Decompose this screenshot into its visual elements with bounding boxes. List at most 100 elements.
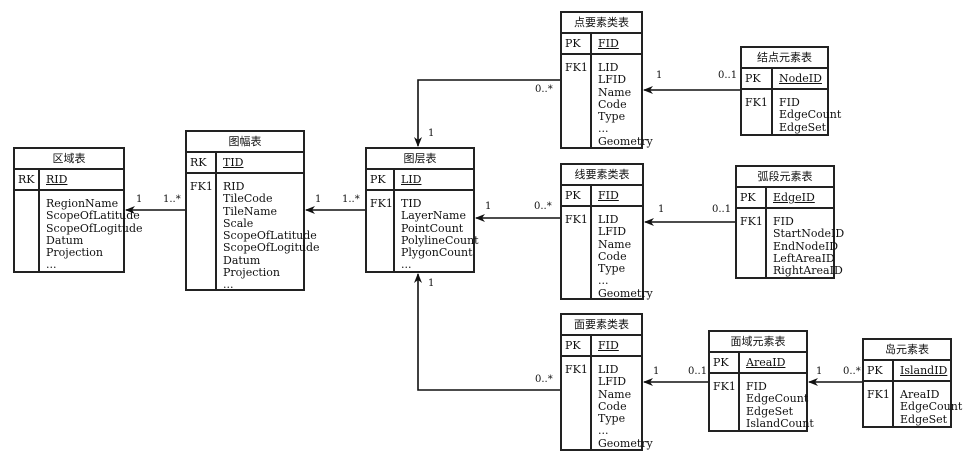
attribute-field: EdgeSet bbox=[900, 412, 948, 426]
primary-key-row: RK TID bbox=[187, 153, 303, 174]
attribute-field: Geometry bbox=[598, 134, 653, 148]
entity-title: 岛元素表 bbox=[864, 340, 950, 361]
primary-key-row: PK FID bbox=[562, 186, 642, 207]
multiplicity-label: 1 bbox=[485, 201, 492, 212]
multiplicity-label: 0..* bbox=[535, 374, 553, 385]
multiplicity-label: 0..* bbox=[535, 84, 553, 95]
attribute-field: PolylineCount bbox=[401, 233, 479, 247]
attribute-field: ... bbox=[401, 258, 412, 272]
foreign-key-label: FK1 bbox=[562, 53, 592, 147]
attribute-field: LayerName bbox=[401, 209, 466, 223]
attribute-field: LFID bbox=[598, 375, 627, 389]
attribute-field: RightAreaID bbox=[773, 264, 843, 278]
entity-title: 点要素类表 bbox=[562, 13, 641, 34]
attribute-field: ... bbox=[46, 258, 57, 272]
attribute-field: FID bbox=[746, 380, 767, 393]
attribute-field: ... bbox=[598, 424, 609, 438]
foreign-key-label: FK1 bbox=[710, 372, 740, 430]
primary-key-row: PK FID bbox=[562, 34, 641, 55]
entity-title: 图层表 bbox=[367, 149, 473, 170]
key-type-label: PK bbox=[737, 188, 767, 207]
attribute-field: Code bbox=[598, 97, 627, 111]
primary-key-row: PK AreaID bbox=[710, 353, 806, 374]
attribute-field: LID bbox=[598, 363, 619, 376]
foreign-key-label: FK1 bbox=[864, 380, 894, 426]
attribute-field: ScopeOfLatitude bbox=[46, 209, 140, 223]
attribute-field: Type bbox=[598, 110, 626, 124]
multiplicity-label: 1 bbox=[656, 70, 663, 81]
key-type-label: PK bbox=[562, 336, 592, 355]
multiplicity-label: 1 bbox=[428, 278, 435, 289]
key-type-label: PK bbox=[742, 69, 773, 88]
primary-key-field: TID bbox=[223, 156, 244, 169]
primary-key-field: FID bbox=[598, 339, 619, 352]
key-type-label: RK bbox=[187, 153, 217, 172]
attribute-field: ... bbox=[598, 274, 609, 288]
multiplicity-label: 1 bbox=[816, 366, 823, 377]
primary-key-row: PK NodeID bbox=[742, 69, 827, 90]
multiplicity-label: 0..1 bbox=[688, 366, 708, 377]
attribute-field: LeftAreaID bbox=[773, 251, 835, 265]
key-type-label: PK bbox=[710, 353, 740, 372]
attribute-field: StartNodeID bbox=[773, 227, 845, 241]
attribute-field: ... bbox=[223, 278, 234, 292]
key-type-label: RK bbox=[15, 170, 40, 189]
key-type-label: PK bbox=[864, 361, 894, 380]
primary-key-field: FID bbox=[598, 189, 619, 202]
primary-key-field: FID bbox=[598, 37, 619, 50]
entity-title: 弧段元素表 bbox=[737, 167, 833, 188]
primary-key-row: PK LID bbox=[367, 170, 473, 191]
multiplicity-label: 1 bbox=[136, 194, 143, 205]
attribute-field: Type bbox=[598, 262, 626, 276]
attribute-field: TID bbox=[401, 197, 422, 210]
primary-key-field: AreaID bbox=[746, 356, 786, 369]
entity-title: 面要素类表 bbox=[562, 315, 641, 336]
foreign-key-label bbox=[15, 189, 40, 271]
attribute-field: Name bbox=[598, 85, 632, 99]
primary-key-row: PK IslandID bbox=[864, 361, 950, 382]
attribute-field: IslandCount bbox=[746, 416, 814, 430]
entity-title: 区域表 bbox=[15, 149, 123, 170]
attribute-field: FID bbox=[779, 96, 800, 109]
multiplicity-label: 1 bbox=[658, 204, 665, 215]
multiplicity-label: 1 bbox=[315, 194, 322, 205]
relation-area-layer bbox=[414, 273, 560, 391]
multiplicity-label: 0..* bbox=[843, 366, 861, 377]
foreign-key-label: FK1 bbox=[187, 172, 217, 289]
multiplicity-label: 1 bbox=[428, 128, 435, 139]
attribute-field: LID bbox=[598, 213, 619, 226]
foreign-key-label: FK1 bbox=[737, 207, 767, 277]
attribute-field: Geometry bbox=[598, 436, 653, 450]
multiplicity-label: 0..* bbox=[534, 201, 552, 212]
multiplicity-label: 0..1 bbox=[718, 70, 738, 81]
attribute-field: EndNodeID bbox=[773, 239, 839, 253]
attribute-field: LFID bbox=[598, 73, 627, 87]
attribute-field: FID bbox=[773, 215, 794, 228]
attribute-field: RID bbox=[223, 180, 245, 193]
